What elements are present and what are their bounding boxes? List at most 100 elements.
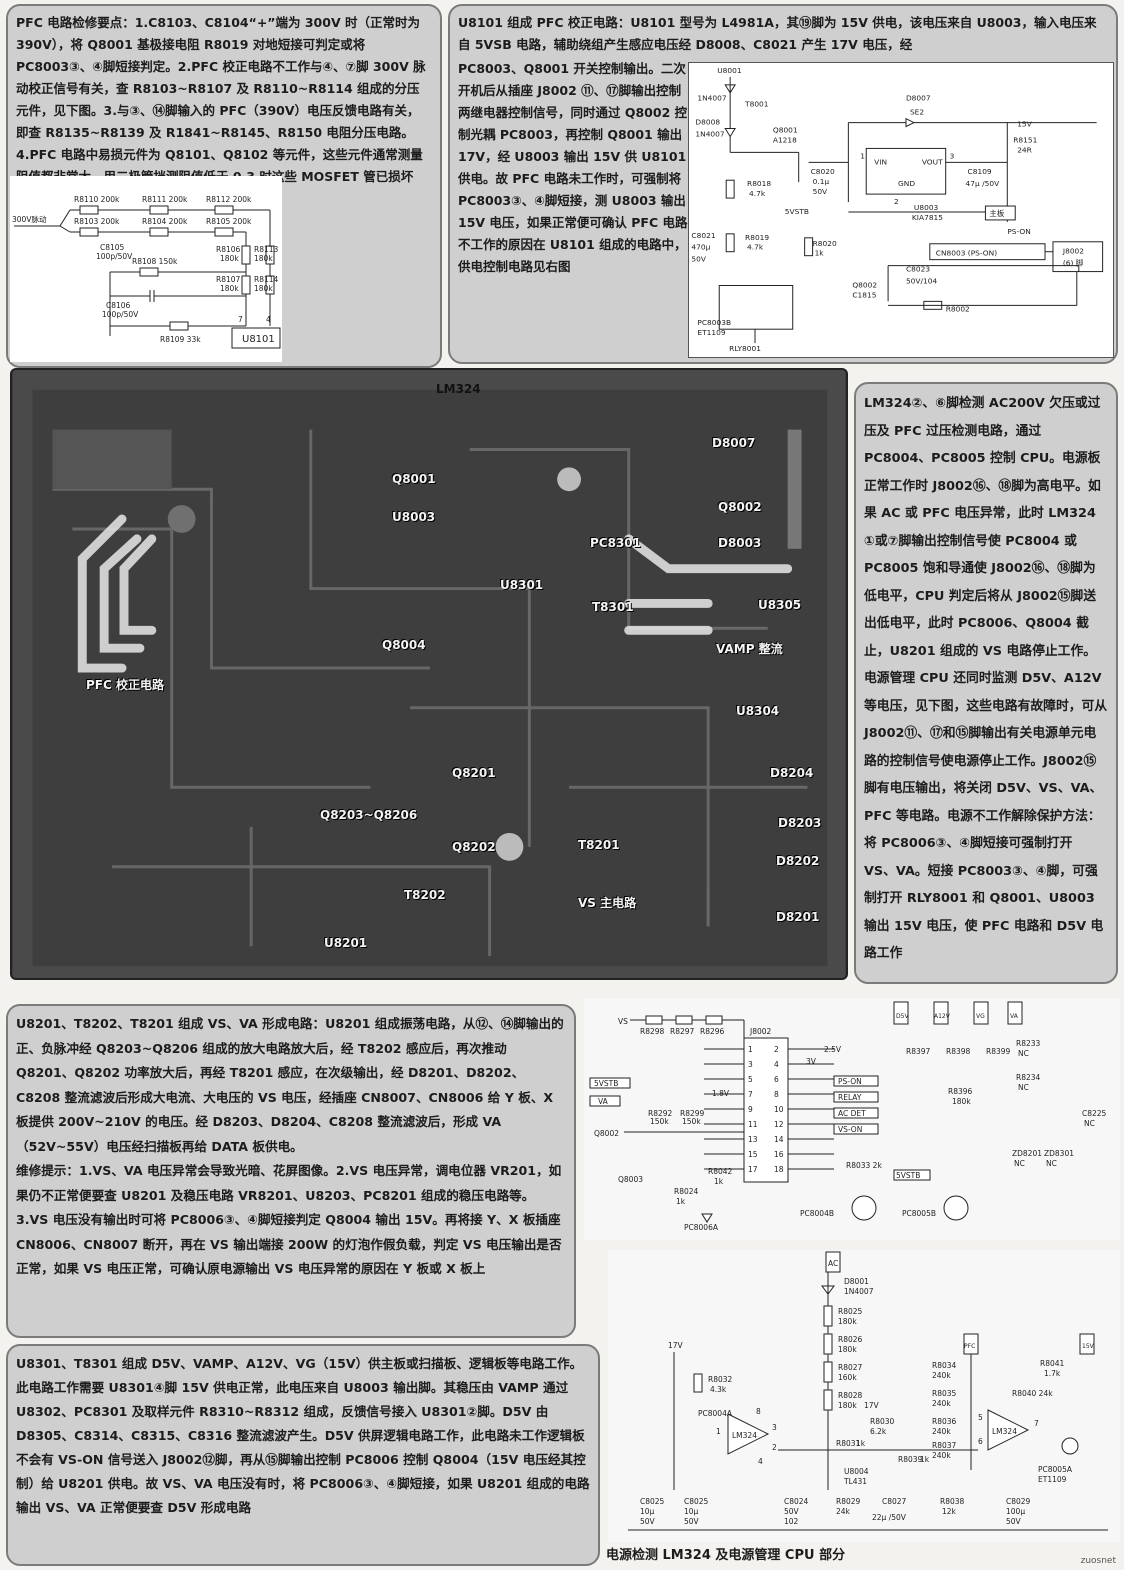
pcb-photo: LM324 Q8001 U8003 D8007 Q8002 D8003 PC83… (10, 368, 848, 980)
svg-text:R8297: R8297 (670, 1027, 695, 1036)
svg-text:17V: 17V (668, 1341, 684, 1350)
svg-text:50V: 50V (813, 187, 828, 196)
svg-text:Q8002: Q8002 (594, 1129, 619, 1138)
svg-text:PC8005A: PC8005A (1038, 1465, 1073, 1474)
svg-text:180k: 180k (220, 254, 239, 263)
watermark: zuosnet (1080, 1556, 1116, 1566)
svg-text:PC8004A: PC8004A (698, 1409, 733, 1418)
photo-label-u8305: U8305 (758, 598, 802, 612)
svg-text:3: 3 (950, 151, 955, 160)
svg-text:240k: 240k (932, 1371, 951, 1380)
photo-label-q8203: Q8203~Q8206 (320, 808, 418, 822)
j8002-pin-6: 6 (774, 1075, 779, 1084)
j8002-pin-7: 7 (748, 1090, 753, 1099)
u8101-intro-text: U8101 组成 PFC 校正电路：U8101 型号为 L4981A，其⑲脚为 … (458, 15, 1097, 52)
svg-text:R8039: R8039 (898, 1455, 923, 1464)
svg-text:R8027: R8027 (838, 1363, 863, 1372)
svg-text:C8109: C8109 (968, 167, 992, 176)
svg-text:180k: 180k (838, 1345, 857, 1354)
svg-text:180k: 180k (952, 1097, 971, 1106)
svg-text:T8001: T8001 (744, 100, 769, 109)
svg-text:SE2: SE2 (910, 108, 924, 117)
svg-text:17V: 17V (864, 1401, 880, 1410)
svg-text:D5V: D5V (896, 1013, 909, 1020)
svg-text:1: 1 (716, 1427, 721, 1436)
svg-text:7: 7 (238, 315, 243, 324)
photo-label-u8003: U8003 (392, 510, 436, 524)
svg-text:102: 102 (784, 1517, 799, 1526)
svg-text:A1218: A1218 (773, 135, 797, 144)
svg-text:R8038: R8038 (940, 1497, 965, 1506)
svg-text:47μ /50V: 47μ /50V (966, 179, 1001, 188)
svg-text:C8020: C8020 (811, 167, 835, 176)
pcb-traces (12, 370, 846, 978)
svg-text:470μ: 470μ (691, 243, 710, 252)
svg-text:R8034: R8034 (932, 1361, 957, 1370)
svg-text:U8101: U8101 (242, 334, 275, 345)
svg-text:50V: 50V (684, 1517, 700, 1526)
svg-text:C1815: C1815 (852, 290, 876, 299)
pfc-supply-control-schematic: U8001 1N4007 T8001 D8008 1N4007 Q8001 A1… (688, 62, 1114, 358)
svg-text:R8296: R8296 (700, 1027, 725, 1036)
photo-label-t8301: T8301 (592, 600, 634, 614)
svg-text:1k: 1k (920, 1455, 930, 1464)
svg-text:A12V: A12V (934, 1013, 951, 1020)
photo-label-d8201: D8201 (776, 910, 820, 924)
svg-text:D8001: D8001 (844, 1277, 869, 1286)
svg-text:R8109 33k: R8109 33k (160, 335, 201, 344)
j8002-pin-14: 14 (774, 1135, 784, 1144)
photo-label-vs-main: VS 主电路 (578, 896, 637, 910)
photo-label-vamp: VAMP 整流 (716, 642, 783, 656)
svg-text:U8004: U8004 (844, 1467, 869, 1476)
vs-va-panel: U8201、T8202、T8201 组成 VS、VA 形成电路：U8201 组成… (6, 1004, 576, 1338)
j8002-pin-15: 15 (748, 1150, 758, 1159)
svg-text:R8019: R8019 (745, 233, 769, 242)
svg-text:R8036: R8036 (932, 1417, 957, 1426)
j8002-pin-2: 2 (774, 1045, 779, 1054)
svg-text:160k: 160k (838, 1373, 857, 1382)
svg-text:180k: 180k (838, 1317, 857, 1326)
photo-label-q8201: Q8201 (452, 766, 496, 780)
svg-text:R8030: R8030 (870, 1417, 895, 1426)
svg-text:10μ: 10μ (684, 1507, 699, 1516)
svg-text:LM324: LM324 (732, 1431, 757, 1440)
svg-text:U8003: U8003 (914, 203, 939, 212)
svg-text:(6) 脚: (6) 脚 (1063, 258, 1083, 268)
svg-text:R8233: R8233 (1016, 1039, 1041, 1048)
svg-text:7: 7 (1034, 1419, 1039, 1428)
pfc-divider-schematic: 300V脉动 R8110 200k R8111 200k R8112 200k … (10, 176, 282, 362)
svg-text:TL431: TL431 (843, 1477, 867, 1486)
svg-text:R8028: R8028 (838, 1391, 863, 1400)
svg-text:8: 8 (756, 1407, 761, 1416)
pfc-repair-text: PFC 电路检修要点：1.C8103、C8104“+”端为 300V 时（正常时… (16, 15, 426, 184)
photo-label-d8202: D8202 (776, 854, 820, 868)
photo-label-pfc: PFC 校正电路 (86, 678, 164, 692)
cpu-monitor-text: 电源管理 CPU 还同时监测 D5V、A12V 等电压，见下图，这些电路有故障时… (864, 671, 1108, 961)
svg-text:C8023: C8023 (906, 265, 930, 274)
svg-text:AC DET: AC DET (838, 1109, 866, 1118)
svg-text:5: 5 (978, 1413, 983, 1422)
svg-text:AC: AC (828, 1259, 838, 1268)
svg-text:150k: 150k (650, 1117, 669, 1126)
svg-text:C8021: C8021 (691, 231, 715, 240)
svg-text:6: 6 (978, 1437, 983, 1446)
svg-text:15V: 15V (1082, 1343, 1095, 1350)
svg-text:R8105 200k: R8105 200k (206, 217, 252, 226)
svg-text:R8031: R8031 (836, 1439, 861, 1448)
svg-text:NC: NC (1046, 1159, 1057, 1168)
photo-label-t8201: T8201 (578, 838, 620, 852)
svg-text:R8113: R8113 (254, 245, 279, 254)
svg-text:NC: NC (1018, 1049, 1029, 1058)
svg-text:LM324: LM324 (992, 1427, 1017, 1436)
svg-text:4.7k: 4.7k (749, 189, 766, 198)
svg-text:1k: 1k (676, 1197, 686, 1206)
svg-text:R8029: R8029 (836, 1497, 861, 1506)
svg-text:R8024: R8024 (674, 1187, 699, 1196)
svg-text:VG: VG (976, 1013, 985, 1020)
svg-text:R8103 200k: R8103 200k (74, 217, 120, 226)
svg-text:D8007: D8007 (906, 94, 931, 103)
svg-text:RELAY: RELAY (838, 1093, 862, 1102)
svg-text:R8033 2k: R8033 2k (846, 1161, 882, 1170)
svg-text:RLY8001: RLY8001 (729, 344, 761, 353)
svg-text:R8106: R8106 (216, 245, 241, 254)
